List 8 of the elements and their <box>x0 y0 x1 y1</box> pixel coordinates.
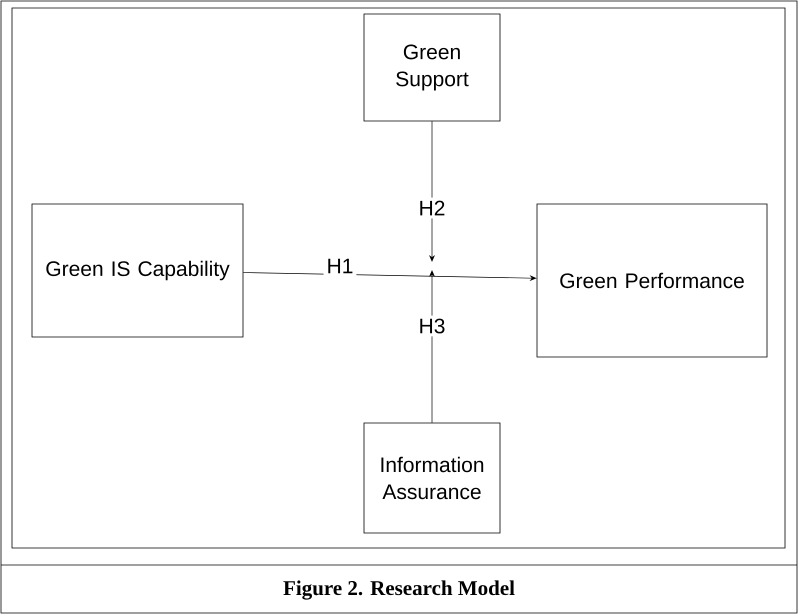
figure-caption: Figure 2. Research Model <box>283 580 515 600</box>
edge-label: H2 <box>416 198 448 218</box>
concept-box: Green Performance <box>536 204 768 358</box>
edge-label: H1 <box>324 256 356 276</box>
concept-box: Information Assurance <box>364 422 500 534</box>
concept-box: Green IS Capability <box>32 204 244 338</box>
edge-label: H3 <box>416 316 448 336</box>
concept-box: Green Support <box>364 14 500 122</box>
